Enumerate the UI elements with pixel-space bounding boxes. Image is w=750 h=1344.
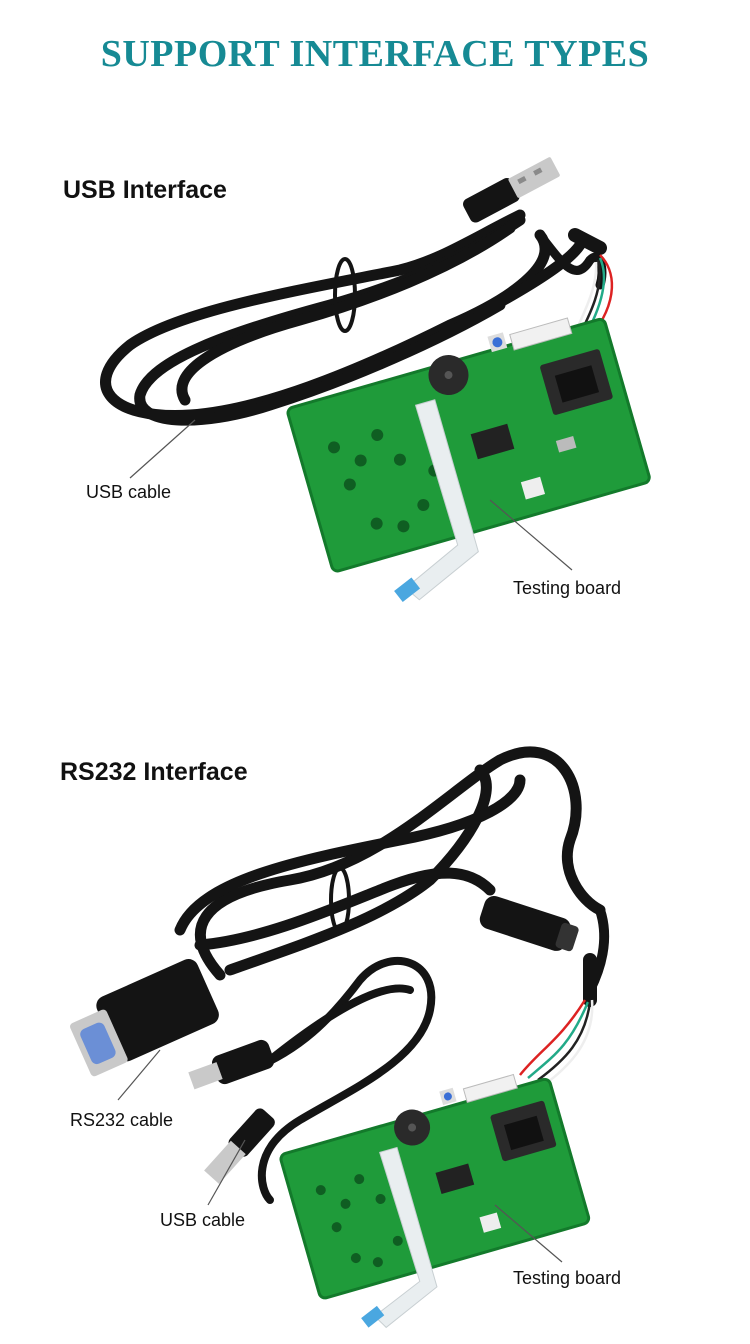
usb-cable-image [100, 209, 607, 426]
cable-tie [329, 866, 351, 934]
small-usb-cable-image [246, 956, 436, 1204]
usb-interface-title: USB Interface [63, 176, 227, 204]
testing-board-label-2: Testing board [513, 1268, 622, 1288]
rs232-interface-title: RS232 Interface [60, 758, 248, 786]
usb-interface-photo [100, 157, 651, 603]
strain-relief [568, 228, 607, 255]
db9-connector-image [70, 959, 219, 1077]
usb-cable-label: USB cable [86, 482, 172, 502]
rs232-cable-image [174, 746, 610, 995]
page-title: SUPPORT INTERFACE TYPES [100, 33, 650, 75]
colored-wires [519, 999, 594, 1083]
rs232-cable-label: RS232 cable [70, 1110, 174, 1130]
cable-tie [333, 257, 357, 333]
usb-cable-label-2: USB cable [160, 1210, 246, 1230]
rs232-interface-photo [70, 746, 610, 1329]
usb-plug-image [463, 157, 560, 223]
dc-jack-image [479, 895, 579, 952]
dc-plug-image [188, 1039, 275, 1090]
testing-board-image [286, 317, 651, 603]
usb-plug-small-image [204, 1108, 275, 1184]
testing-board-label-1: Testing board [513, 578, 622, 598]
